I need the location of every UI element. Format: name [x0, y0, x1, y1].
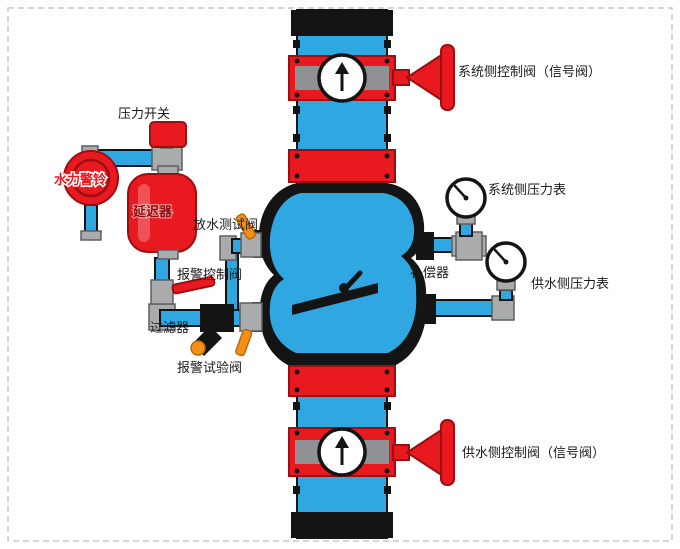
drain-test-valve-device: [235, 213, 262, 258]
dashed-border: [7, 7, 673, 542]
label-system-pressure-gauge: 系统侧压力表: [488, 182, 566, 197]
label-water-motor-alarm: 水力警铃: [54, 172, 106, 187]
butterfly-handle-top: [392, 44, 455, 111]
pressure-needle-icon: [493, 248, 508, 264]
label-drain-test-valve: 放水测试阀: [193, 217, 258, 232]
body-top-flange: [288, 149, 396, 183]
right-piping: [427, 237, 515, 321]
strainer-device: [190, 304, 234, 356]
alarm-test-valve-device: [235, 302, 263, 357]
up-arrow-icon: [335, 62, 349, 91]
supply-pressure-gauge-device: [485, 241, 527, 301]
pipe-top-cap: [291, 10, 393, 36]
label-system-control-valve: 系统侧控制阀（信号阀）: [458, 64, 601, 79]
butterfly-handle-bottom: [392, 419, 455, 486]
label-retard-chamber: 延迟器: [132, 204, 173, 219]
system-pressure-gauge-device: [445, 177, 487, 237]
water-motor-alarm-device: [63, 150, 119, 241]
retard-chamber-device: [127, 165, 197, 260]
label-supply-pressure-gauge: 供水侧压力表: [531, 276, 609, 291]
label-pressure-switch: 压力开关: [118, 106, 170, 121]
pressure-switch-device: [149, 121, 187, 171]
label-strainer: 过滤器: [150, 320, 189, 335]
label-supply-control-valve: 供水侧控制阀（信号阀）: [462, 445, 605, 460]
up-arrow-icon: [335, 436, 349, 465]
clapper-disc: [292, 283, 378, 315]
alarm-control-valve-device: [150, 275, 216, 305]
label-compensator: 补偿器: [410, 265, 449, 280]
alarm-valve-body: [252, 183, 436, 368]
pressure-needle-icon: [453, 184, 468, 200]
system-control-valve: [288, 44, 455, 111]
body-bottom-flange: [288, 365, 396, 397]
label-alarm-control-valve: 报警控制阀: [177, 267, 242, 282]
label-alarm-test-valve: 报警试验阀: [177, 360, 242, 375]
supply-control-valve: [288, 419, 455, 486]
pipe-bottom-cap: [291, 512, 393, 538]
